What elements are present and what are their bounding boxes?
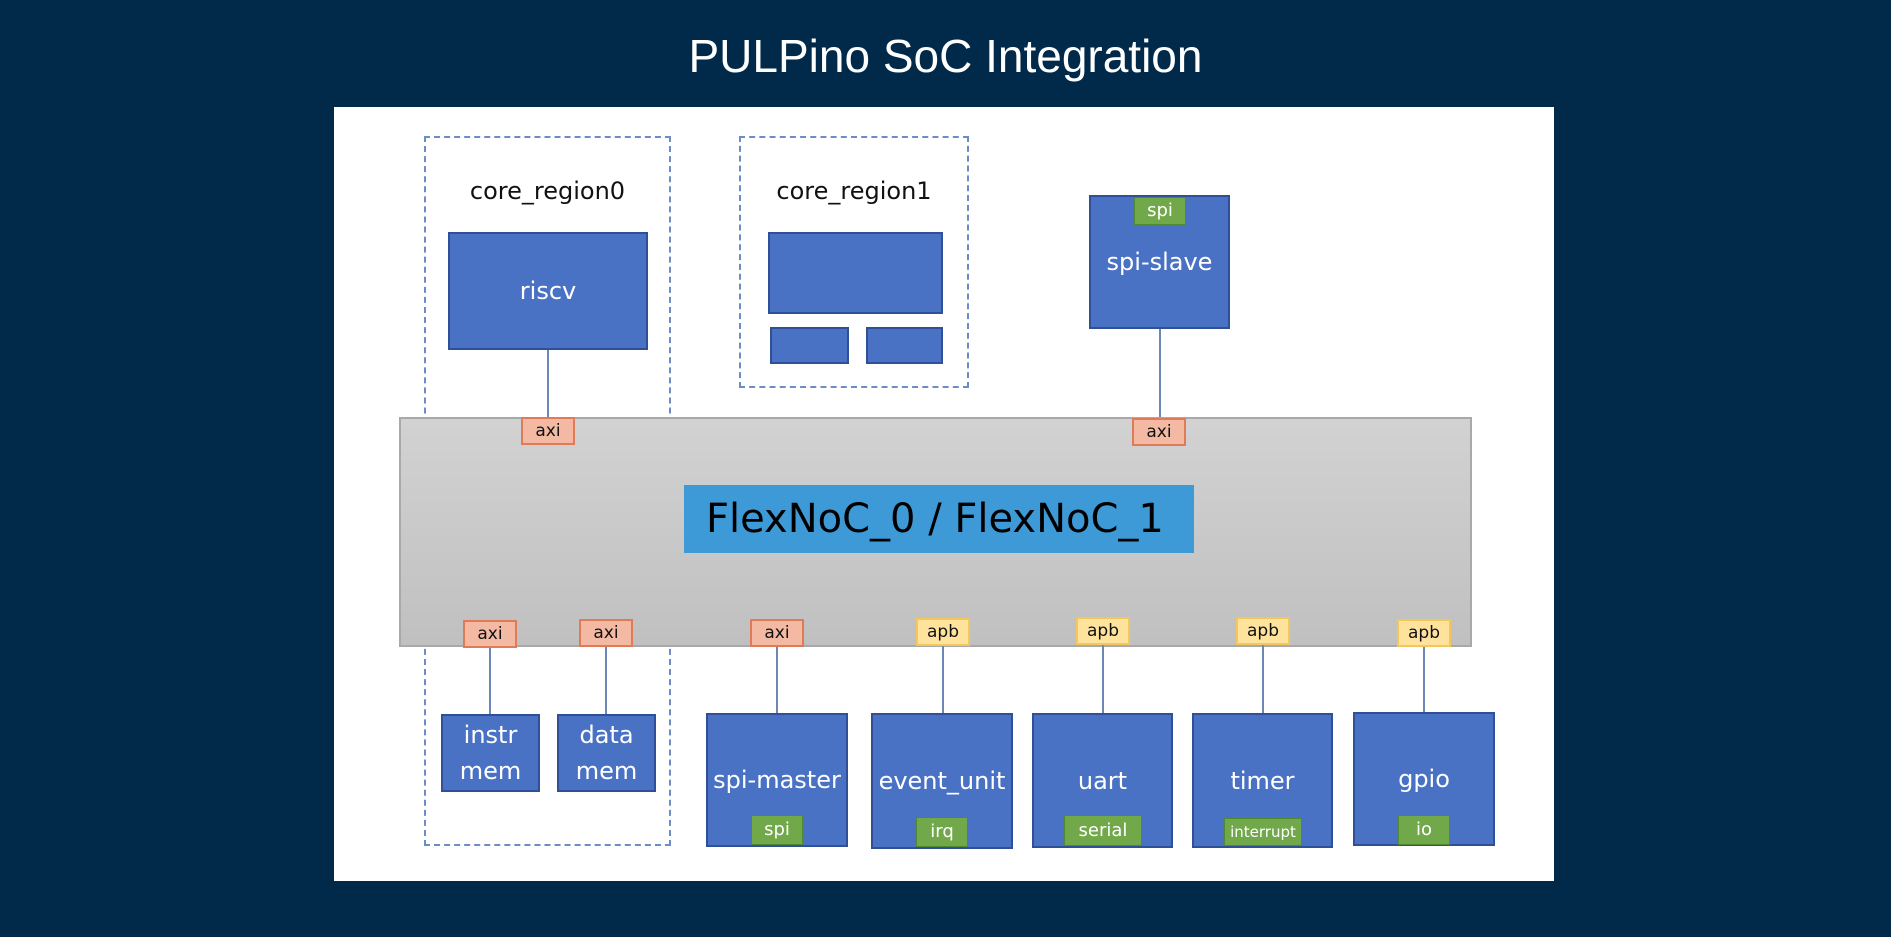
core-region1-main-block: [768, 232, 943, 314]
timer-wire: [1262, 645, 1264, 721]
core-region1-outline: [739, 136, 969, 388]
slide-title: PULPino SoC Integration: [688, 30, 1203, 82]
riscv-wire: [547, 350, 549, 425]
spi-slave-wire: [1159, 329, 1161, 425]
diagram-panel: core_region0 core_region1 riscv spi-slav…: [334, 107, 1554, 881]
core-region1-sub-block-left: [770, 327, 849, 364]
gpio-apb-port: apb: [1397, 619, 1451, 647]
timer-tag: interrupt: [1224, 818, 1302, 846]
spi-master-wire: [776, 647, 778, 720]
spi-master-label: spi-master: [713, 766, 841, 794]
core-region1-sub-block-right: [866, 327, 943, 364]
spi-master-tag: spi: [751, 815, 803, 845]
event-unit-tag: irq: [916, 817, 968, 847]
data-mem-block: data mem: [557, 714, 656, 792]
gpio-tag: io: [1398, 815, 1450, 845]
core-region1-label: core_region1: [776, 177, 932, 205]
event-unit-apb-port: apb: [916, 618, 970, 646]
riscv-axi-port: axi: [521, 417, 575, 445]
instr-mem-label: instr mem: [459, 721, 522, 785]
timer-label: timer: [1230, 766, 1295, 795]
uart-wire: [1102, 645, 1104, 721]
instr-mem-wire: [489, 648, 491, 721]
gpio-wire: [1423, 647, 1425, 720]
core-region0-label: core_region0: [469, 177, 626, 205]
timer-apb-port: apb: [1236, 617, 1290, 645]
event-unit-wire: [942, 646, 944, 721]
spi-slave-tag: spi: [1134, 197, 1186, 225]
instr-mem-block: instr mem: [441, 714, 540, 792]
uart-label: uart: [1077, 766, 1128, 795]
riscv-block: riscv: [448, 232, 648, 350]
data-mem-axi-port: axi: [579, 619, 633, 647]
spi-slave-label: spi-slave: [1106, 248, 1213, 276]
spi-master-axi-port: axi: [750, 619, 804, 647]
data-mem-wire: [605, 647, 607, 721]
uart-tag: serial: [1064, 815, 1142, 846]
instr-mem-axi-port: axi: [463, 620, 517, 648]
spi-slave-axi-port: axi: [1132, 418, 1186, 446]
uart-apb-port: apb: [1076, 617, 1130, 645]
event-unit-label: event_unit: [878, 767, 1006, 795]
data-mem-label: data mem: [575, 721, 638, 785]
flexnoc-title: FlexNoC_0 / FlexNoC_1: [684, 485, 1194, 553]
gpio-label: gpio: [1398, 765, 1450, 793]
riscv-label: riscv: [519, 277, 577, 305]
